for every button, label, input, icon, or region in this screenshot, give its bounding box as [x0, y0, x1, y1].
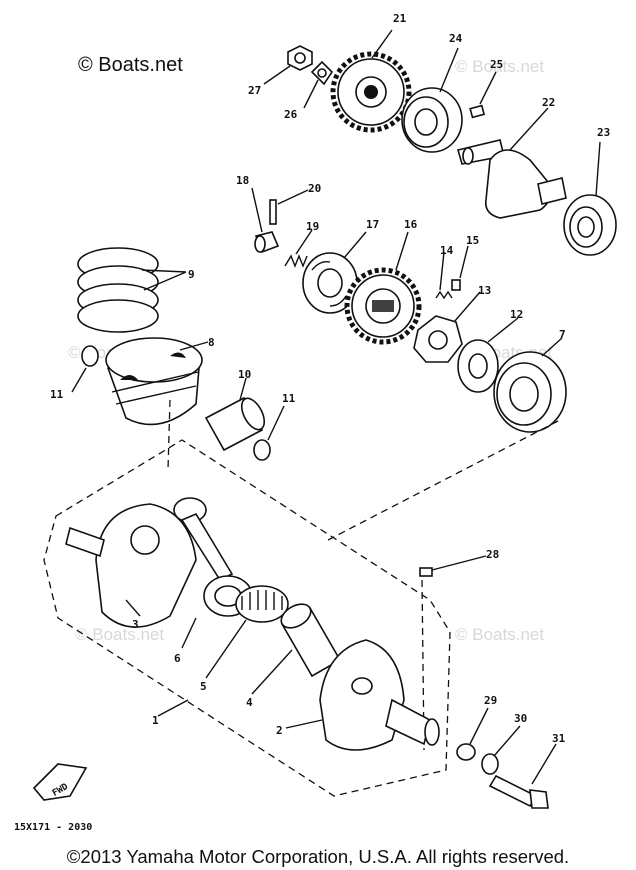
callout-10: 10 [238, 368, 251, 381]
footer-copyright: ©2013 Yamaha Motor Corporation, U.S.A. A… [66, 846, 570, 867]
part-21-balancer-gear [330, 51, 412, 133]
callout-27: 27 [248, 84, 261, 97]
part-27-nut [287, 45, 313, 71]
part-11-circlip-left [81, 345, 99, 367]
crankshaft-assembly-outline [43, 439, 451, 797]
callout-17: 17 [366, 218, 379, 231]
callout-31: 31 [552, 732, 566, 745]
part-5-needle-bearing [235, 585, 289, 623]
part-26-lock-washer [310, 60, 334, 86]
callout-14: 14 [440, 244, 454, 257]
callout-8: 8 [208, 336, 215, 349]
leader-lines [71, 29, 601, 785]
part-3-crank-web-left [65, 503, 197, 628]
part-19-spring [284, 254, 308, 268]
watermark-top-right: © Boats.net [455, 57, 544, 76]
callout-30: 30 [514, 712, 527, 725]
fwd-direction-arrow: FWD [32, 763, 88, 801]
part-16-primary-gear [344, 267, 422, 345]
callout-23: 23 [597, 126, 610, 139]
part-2-crank-web-right [319, 639, 440, 751]
callout-7: 7 [559, 328, 566, 341]
callout-22: 22 [542, 96, 555, 109]
part-22-balancer-shaft [457, 139, 567, 219]
part-18-plunger [254, 231, 280, 254]
diagram-code: 15X171 - 2030 [14, 822, 93, 833]
site-copyright: © Boats.net [78, 54, 183, 76]
callout-19: 19 [306, 220, 319, 233]
watermark-low-left: © Boats.net [75, 625, 164, 644]
part-9-piston-rings [77, 247, 159, 333]
callout-4: 4 [246, 696, 253, 709]
callout-11-right: 11 [282, 392, 296, 405]
part-17-plate [302, 252, 358, 314]
callout-26: 26 [284, 108, 298, 121]
callout-numbers: 21 24 25 22 23 27 26 18 20 19 17 16 14 1… [50, 12, 610, 745]
callout-5: 5 [200, 680, 207, 693]
callout-25: 25 [490, 58, 503, 71]
part-23-bearing [563, 194, 617, 256]
callout-9: 9 [188, 268, 195, 281]
part-11-circlip-right [253, 439, 271, 461]
callout-2: 2 [276, 724, 283, 737]
callout-29: 29 [484, 694, 497, 707]
callout-1: 1 [152, 714, 159, 727]
part-28-key [419, 567, 433, 577]
part-8-piston [105, 337, 203, 426]
part-13-hub [413, 315, 463, 363]
callout-18: 18 [236, 174, 249, 187]
part-29-washer [456, 743, 476, 761]
part-30-washer [481, 753, 499, 775]
watermark-low-right: © Boats.net [455, 625, 544, 644]
callout-28: 28 [486, 548, 499, 561]
callout-3: 3 [132, 618, 139, 631]
part-10-piston-pin [204, 396, 266, 452]
callout-11-left: 11 [50, 388, 64, 401]
part-7-bearing [493, 351, 567, 433]
callout-15: 15 [466, 234, 479, 247]
assembly-reference-lines [167, 399, 561, 751]
part-15-pin [451, 279, 461, 291]
part-31-bolt [488, 774, 549, 809]
callout-24: 24 [449, 32, 463, 45]
callout-16: 16 [404, 218, 418, 231]
part-4-crank-pin [280, 603, 342, 678]
callout-6: 6 [174, 652, 181, 665]
part-12-washer [457, 339, 499, 393]
callout-20: 20 [308, 182, 321, 195]
part-24-bearing [401, 87, 463, 153]
part-14-spring [435, 290, 453, 300]
callout-13: 13 [478, 284, 491, 297]
callout-21: 21 [393, 12, 407, 25]
callout-12: 12 [510, 308, 523, 321]
part-20-pin [269, 199, 277, 225]
part-25-key [469, 104, 486, 119]
